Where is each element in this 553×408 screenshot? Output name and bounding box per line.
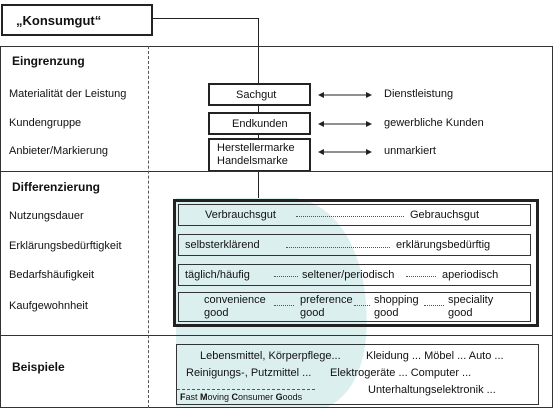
box-marke-line1: Herstellermarke — [217, 142, 295, 154]
row1-left: Verbrauchsgut — [205, 209, 276, 221]
box-sachgut: Sachgut — [208, 83, 311, 106]
box-endkunden-label: Endkunden — [232, 118, 288, 130]
heading-beispiele: Beispiele — [12, 360, 65, 374]
label-anbieter: Anbieter/Markierung — [9, 145, 109, 157]
heading-eingrenzung: Eingrenzung — [12, 54, 85, 68]
row4-dots-2 — [354, 305, 370, 306]
connector-title — [153, 18, 259, 19]
row2-right: erklärungsbedürftig — [396, 239, 491, 251]
box-marke-line2: Handelsmarke — [217, 155, 288, 167]
box-marke: Herstellermarke Handelsmarke — [208, 138, 311, 172]
row-bedarf — [178, 264, 531, 286]
label-kundengruppe: Kundengruppe — [9, 117, 82, 129]
row-erklaerung — [178, 234, 531, 256]
page-title: „Konsumgut“ — [16, 13, 102, 28]
label-kaufgewohnheit: Kaufgewohnheit — [9, 300, 88, 312]
label-bedarf: Bedarfshäufigkeit — [9, 269, 94, 281]
row4-dots-3 — [424, 305, 444, 306]
label-materialitaet: Materialität der Leistung — [9, 88, 127, 100]
row4-speciality-1: speciality — [448, 294, 494, 306]
box-sachgut-label: Sachgut — [236, 89, 277, 101]
row4-convenience-1: convenience — [204, 294, 266, 306]
alt-dienstleistung: Dienstleistung — [384, 88, 454, 100]
title-box: „Konsumgut“ — [1, 4, 153, 36]
row4-dots-1 — [274, 305, 294, 306]
beispiel-1a: Lebensmittel, Körperpflege... — [200, 350, 341, 362]
row4-speciality-2: good — [448, 307, 473, 319]
connector-title-down — [258, 18, 259, 84]
beispiel-2a: Reinigungs-, Putzmittel ... — [186, 367, 312, 379]
connector-2 — [258, 135, 259, 138]
differenzierung-box — [173, 199, 539, 327]
beispiel-2b: Elektrogeräte ... Computer ... — [330, 367, 472, 379]
row-nutzungsdauer — [178, 204, 531, 226]
alt-gewerbliche-kunden: gewerbliche Kunden — [384, 117, 484, 129]
label-nutzungsdauer: Nutzungsdauer — [9, 210, 84, 222]
row4-convenience-2: good — [204, 307, 229, 319]
beispiel-3b: Unterhaltungselektronik ... — [368, 384, 496, 396]
beispiele-box — [176, 344, 539, 405]
row3-c: aperiodisch — [442, 269, 499, 281]
row2-dots — [286, 247, 390, 248]
box-endkunden: Endkunden — [208, 112, 311, 135]
row3-dots-1 — [274, 276, 298, 277]
row2-left: selbsterklärend — [185, 239, 260, 251]
column-divider — [148, 46, 149, 408]
row1-dots — [296, 216, 404, 217]
beispiel-1b: Kleidung ... Möbel ... Auto ... — [366, 350, 504, 362]
double-arrow-icon — [318, 149, 372, 155]
connector-3 — [258, 172, 259, 200]
row-kaufgewohnheit — [178, 292, 531, 322]
row4-shopping-2: good — [374, 307, 399, 319]
row4-preference-2: good — [300, 307, 325, 319]
row4-preference-1: preference — [300, 294, 353, 306]
connector-1 — [258, 106, 259, 112]
alt-unmarkiert: unmarkiert — [384, 145, 436, 157]
row3-dots-2 — [406, 276, 436, 277]
row3-b: seltener/periodisch — [302, 269, 395, 281]
double-arrow-icon — [318, 92, 372, 98]
row1-right: Gebrauchsgut — [410, 209, 480, 221]
row4-shopping-1: shopping — [374, 294, 419, 306]
fmcg-box — [177, 389, 315, 405]
row3-a: täglich/häufig — [185, 269, 250, 281]
double-arrow-icon — [318, 121, 372, 127]
highlight-shape — [176, 198, 367, 408]
heading-differenzierung: Differenzierung — [12, 180, 101, 194]
label-erklaerung: Erklärungsbedürftigkeit — [9, 240, 122, 252]
fmcg-label: Fast Moving Consumer Goods — [180, 392, 303, 402]
